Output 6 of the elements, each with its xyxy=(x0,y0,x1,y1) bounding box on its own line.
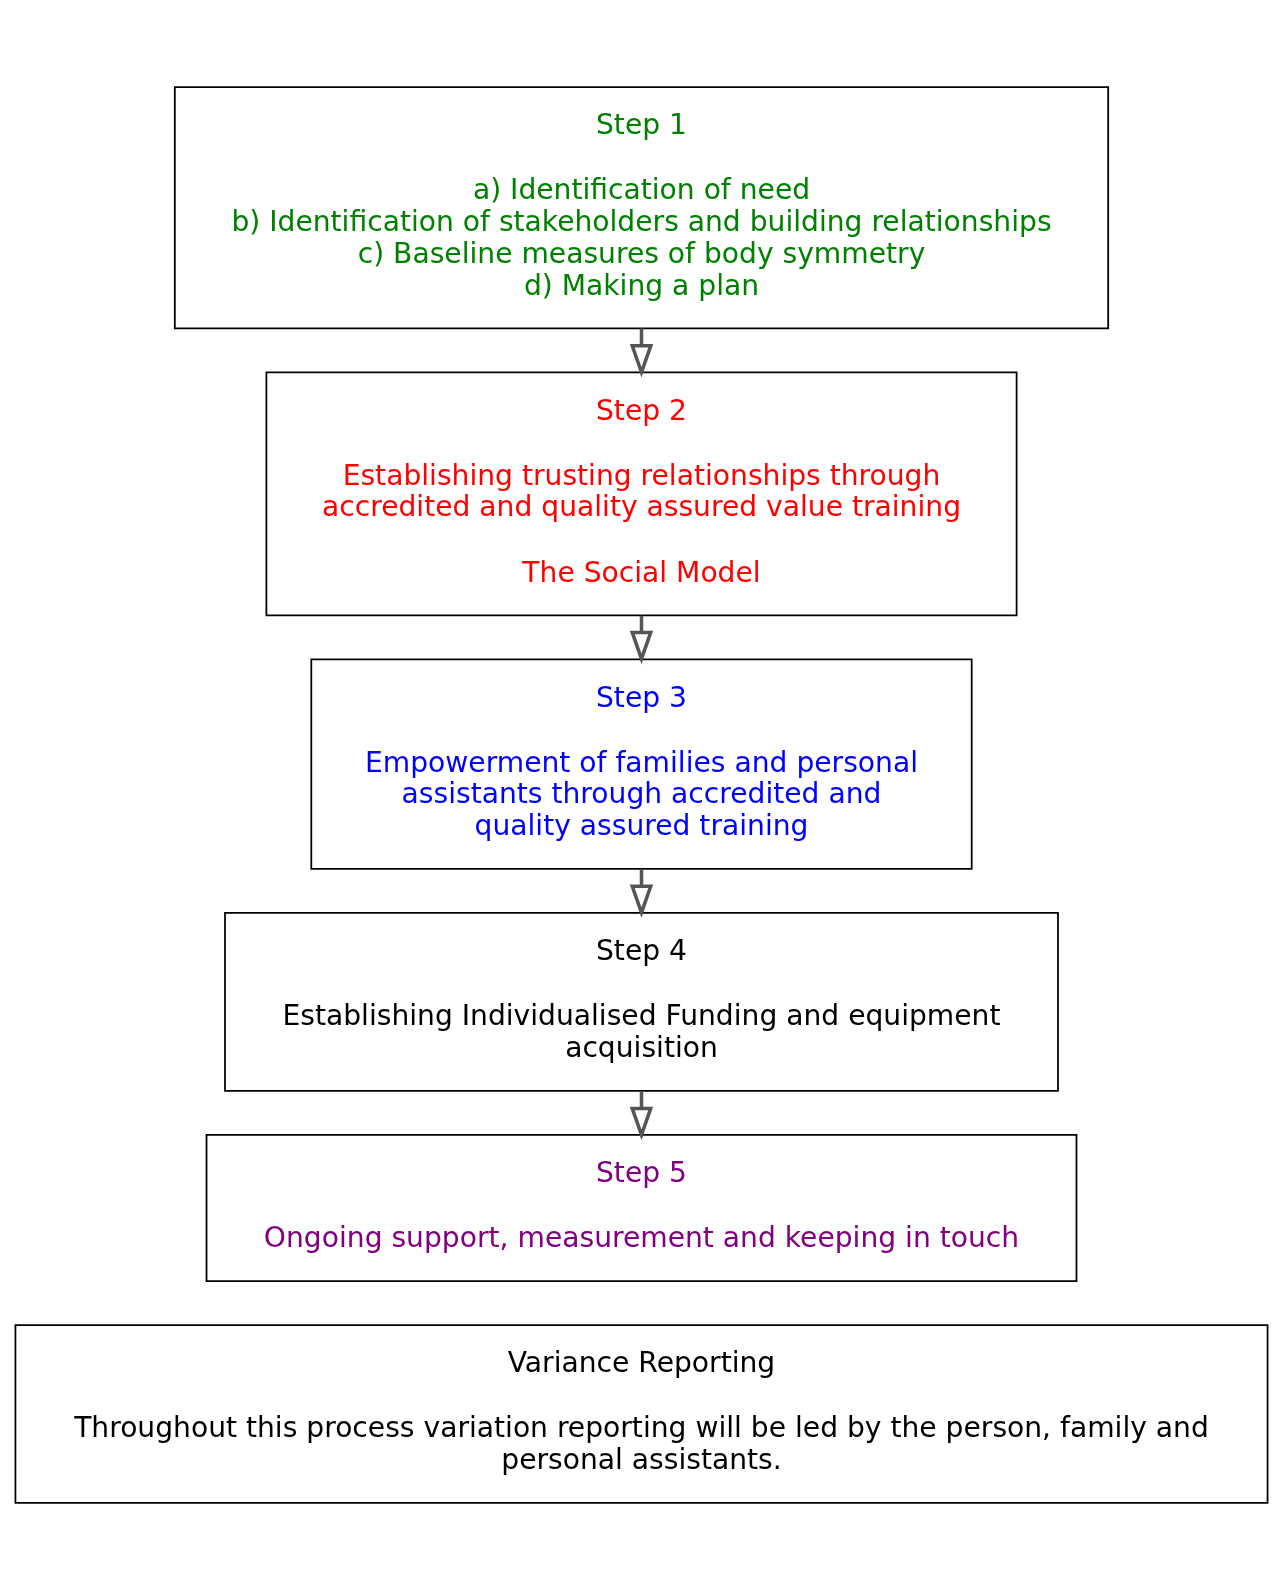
node-box: Step 2 Establishing trusting relationships through accredited and quality assured value training The Social Model xyxy=(265,370,1018,616)
node-box: Step 5 Ongoing support, measurement and keeping in touch xyxy=(205,1133,1078,1282)
node-box: Step 3 Empowerment of families and personal assistants through accredited and quality assured training xyxy=(310,658,973,870)
node-box: Step 4 Establishing Individualised Funding and equipment acquisition xyxy=(224,911,1059,1092)
node-box: Variance Reporting Throughout this process variation reporting will be led by the person, family and personal assistants. xyxy=(14,1323,1269,1504)
node-box: Step 1 a) Identification of need b) Identification of stakeholders and building relationships c) Baseline measures of body symmetry d) Making a plan xyxy=(173,85,1110,329)
